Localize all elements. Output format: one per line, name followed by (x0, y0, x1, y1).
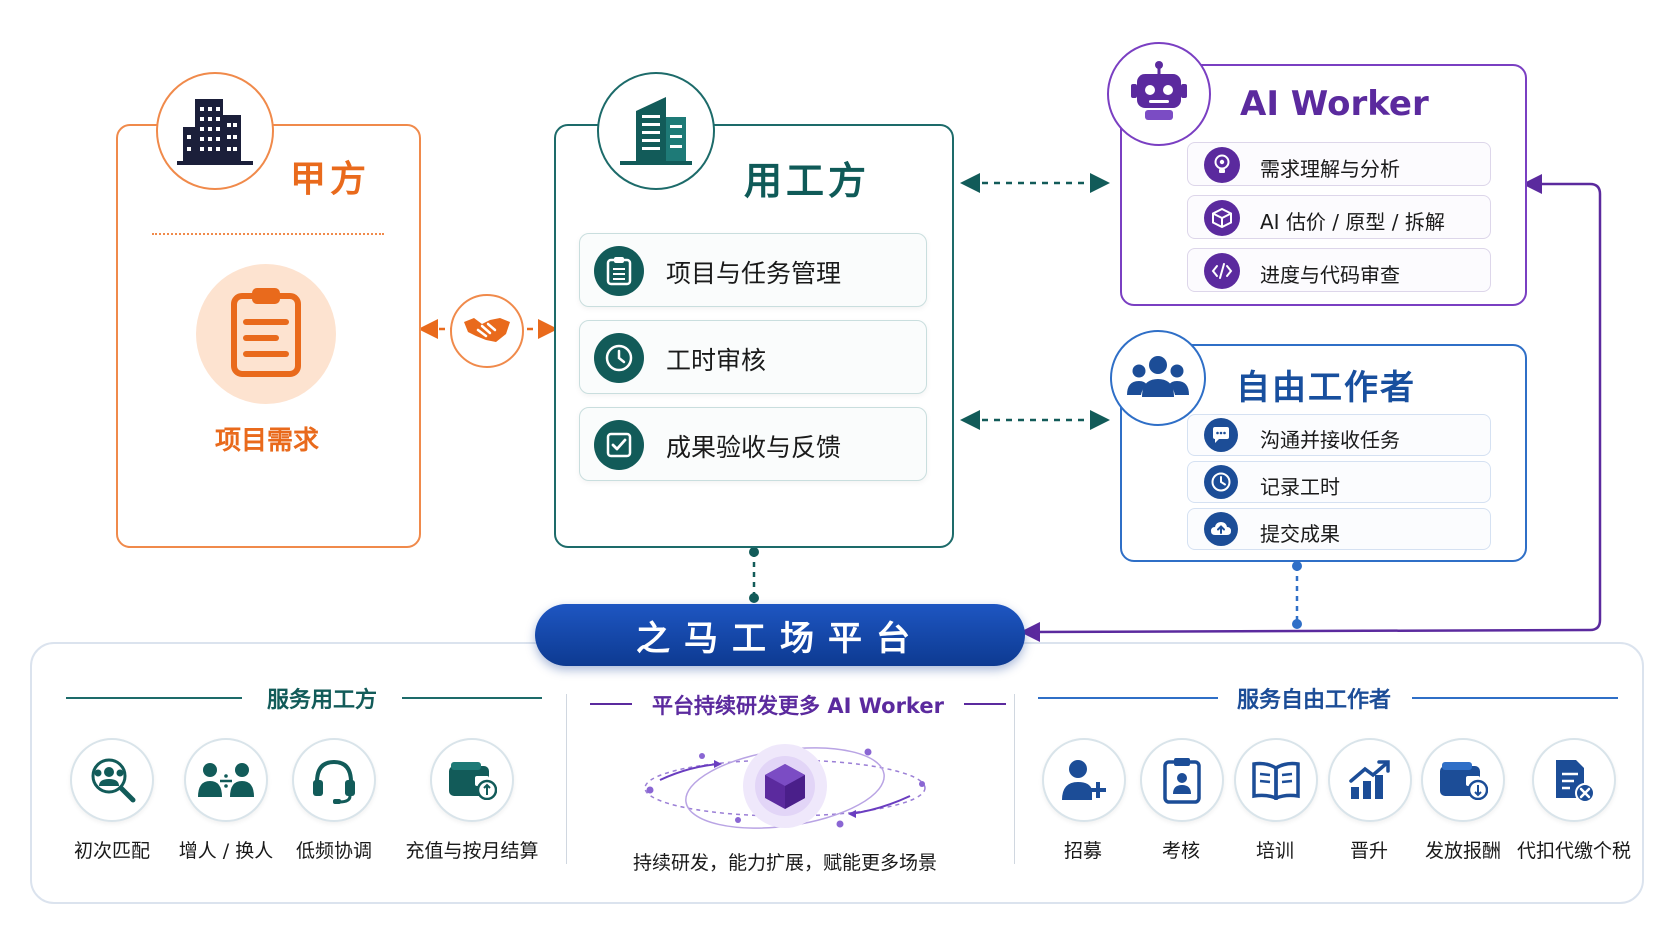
payout-wallet-icon (1421, 738, 1505, 822)
service-assessment: 考核 (1140, 738, 1224, 863)
freelancer-item-label: 提交成果 (1260, 522, 1340, 546)
code-icon (1204, 253, 1240, 289)
connector-platform-ai-loop (1020, 174, 1602, 642)
employer-badge (597, 72, 715, 190)
service-label: 低频协调 (295, 840, 372, 862)
ai-rnd-caption: 持续研发，能力扩展，赋能更多场景 (632, 852, 937, 874)
ai-item-code-review: 进度与代码审查 (1187, 248, 1491, 292)
section-line (1412, 697, 1618, 699)
service-label: 初次匹配 (73, 840, 150, 862)
ai-item-label: 需求理解与分析 (1260, 157, 1400, 181)
cube-icon (1204, 200, 1240, 236)
cube-icon (765, 764, 805, 809)
service-recruit: 招募 (1042, 738, 1126, 863)
service-label: 代扣代缴个税 (1516, 840, 1631, 862)
team-icon (1126, 353, 1190, 403)
service-recharge-settlement: 充值与按月结算 (400, 738, 544, 863)
handshake-badge (450, 294, 524, 368)
ai-orbit-illustration (644, 744, 926, 829)
service-label: 充值与按月结算 (405, 840, 539, 862)
section-line (964, 703, 1006, 705)
employer-item-label: 项目与任务管理 (666, 259, 842, 288)
people-search-icon (70, 738, 154, 822)
service-label: 培训 (1255, 840, 1294, 862)
service-label: 招募 (1063, 840, 1102, 862)
employer-title: 用工方 (744, 159, 871, 203)
freelancer-item-communicate: 沟通并接收任务 (1187, 414, 1491, 456)
ai-worker-badge (1107, 42, 1211, 146)
section-separator (1014, 694, 1015, 864)
service-coordination: 低频协调 (282, 738, 386, 863)
clock-icon (594, 333, 644, 383)
requirement-circle (196, 264, 336, 404)
freelancer-badge (1110, 330, 1206, 426)
employer-item-task-management: 项目与任务管理 (579, 233, 927, 307)
section-separator (566, 694, 567, 864)
platform-name: 之马工场平台 (636, 618, 924, 659)
service-initial-matching: 初次匹配 (60, 738, 164, 863)
chat-icon (1204, 418, 1238, 452)
clipboard-icon (230, 286, 302, 382)
party-a-divider (152, 233, 384, 235)
section-line (590, 703, 632, 705)
freelancer-title: 自由工作者 (1236, 368, 1416, 408)
party-a-title: 甲方 (290, 159, 371, 200)
section-line (66, 697, 242, 699)
book-icon (1234, 738, 1318, 822)
service-promotion: 晋升 (1328, 738, 1412, 863)
lightbulb-icon (1204, 147, 1240, 183)
service-tax-withholding: 代扣代缴个税 (1514, 738, 1634, 863)
ai-item-label: 进度与代码审查 (1260, 263, 1400, 287)
party-a-badge (156, 72, 274, 190)
freelancer-item-record-hours: 记录工时 (1187, 461, 1491, 503)
ai-worker-title: AI Worker (1240, 84, 1429, 124)
employer-item-label: 工时审核 (666, 346, 767, 375)
requirement-label: 项目需求 (214, 426, 319, 456)
cloud-upload-icon (1204, 512, 1238, 546)
robot-icon (1127, 60, 1191, 128)
service-label: 发放报酬 (1424, 840, 1501, 862)
tax-document-icon (1532, 738, 1616, 822)
service-payout: 发放报酬 (1412, 738, 1514, 863)
clock-icon (1204, 465, 1238, 499)
ai-item-estimation: AI 估价 / 原型 / 拆解 (1187, 195, 1491, 239)
freelancer-item-label: 沟通并接收任务 (1260, 428, 1400, 452)
office-tower-icon (616, 91, 696, 171)
service-label: 考核 (1161, 840, 1200, 862)
clipboard-list-icon (594, 246, 644, 296)
people-swap-icon (184, 738, 268, 822)
office-building-icon (175, 91, 255, 171)
assessment-icon (1140, 738, 1224, 822)
handshake-icon (462, 312, 512, 350)
checkbox-icon (594, 420, 644, 470)
growth-chart-icon (1328, 738, 1412, 822)
freelancer-item-label: 记录工时 (1260, 475, 1340, 499)
service-label: 增人 / 换人 (178, 840, 274, 862)
service-add-replace: 增人 / 换人 (166, 738, 286, 863)
employer-services-title: 服务用工方 (266, 688, 377, 713)
freelancer-item-submit: 提交成果 (1187, 508, 1491, 550)
wallet-icon (430, 738, 514, 822)
platform-banner: 之马工场平台 (535, 604, 1025, 666)
service-label: 晋升 (1349, 840, 1388, 862)
ai-item-label: AI 估价 / 原型 / 拆解 (1260, 210, 1445, 234)
employer-item-label: 成果验收与反馈 (666, 433, 842, 462)
user-add-icon (1042, 738, 1126, 822)
freelancer-services-title: 服务自由工作者 (1236, 688, 1391, 713)
ai-item-requirement-analysis: 需求理解与分析 (1187, 142, 1491, 186)
employer-item-acceptance: 成果验收与反馈 (579, 407, 927, 481)
employer-item-hours-review: 工时审核 (579, 320, 927, 394)
section-line (402, 697, 542, 699)
headset-icon (292, 738, 376, 822)
section-line (1038, 697, 1218, 699)
service-training: 培训 (1234, 738, 1318, 863)
ai-rnd-title: 平台持续研发更多 AI Worker (652, 694, 944, 718)
